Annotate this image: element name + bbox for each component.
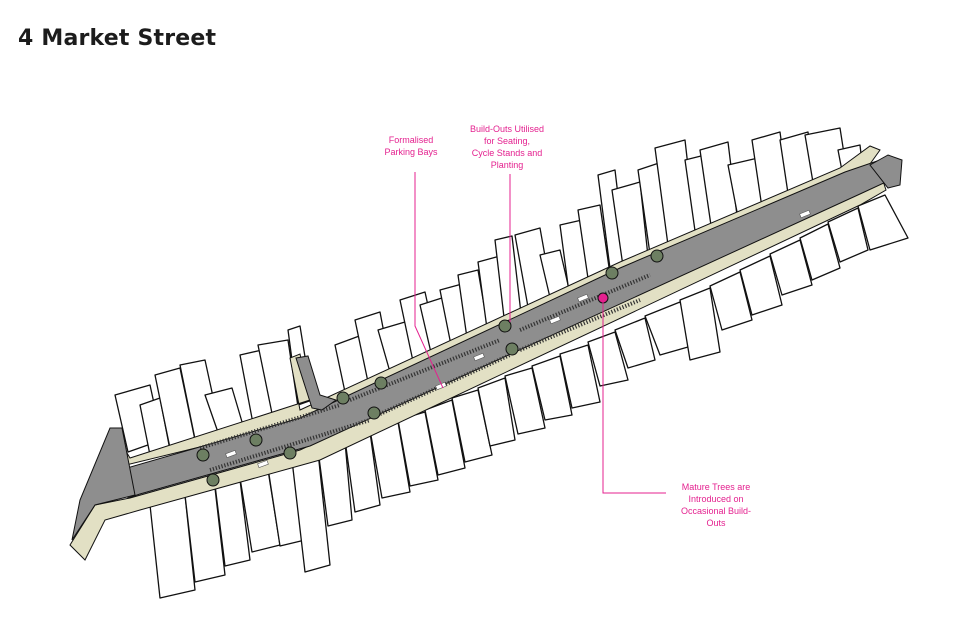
annotation-mature-trees: Mature Trees are Introduced on Occasiona… bbox=[664, 481, 768, 529]
annotation-line: Build-Outs Utilised bbox=[469, 124, 545, 134]
side-street bbox=[295, 355, 338, 411]
annotation-line: for Seating, bbox=[483, 136, 531, 146]
annotation-line: Planting bbox=[490, 160, 524, 170]
east-end-road bbox=[869, 154, 903, 189]
annotation-line: Introduced on bbox=[688, 494, 744, 504]
street-trees bbox=[196, 249, 664, 487]
annotation-line: Cycle Stands and bbox=[471, 148, 543, 158]
annotation-line: Mature Trees are bbox=[681, 482, 751, 492]
annotation-build-outs: Build-Outs Utilised for Seating, Cycle S… bbox=[454, 123, 560, 171]
parked-cars bbox=[225, 209, 811, 468]
annotation-formalised-parking: Formalised Parking Bays bbox=[372, 134, 450, 158]
annotation-line: Occasional Build- bbox=[680, 506, 752, 516]
buildings-south bbox=[149, 194, 909, 599]
annotation-line: Parking Bays bbox=[384, 147, 438, 157]
page-title: 4 Market Street bbox=[18, 26, 217, 51]
west-end-road bbox=[71, 427, 136, 541]
annotation-line: Formalised bbox=[388, 135, 434, 145]
annotation-line: Outs bbox=[706, 518, 726, 528]
annotation-leaders bbox=[414, 172, 666, 494]
parking-bays bbox=[199, 273, 651, 472]
